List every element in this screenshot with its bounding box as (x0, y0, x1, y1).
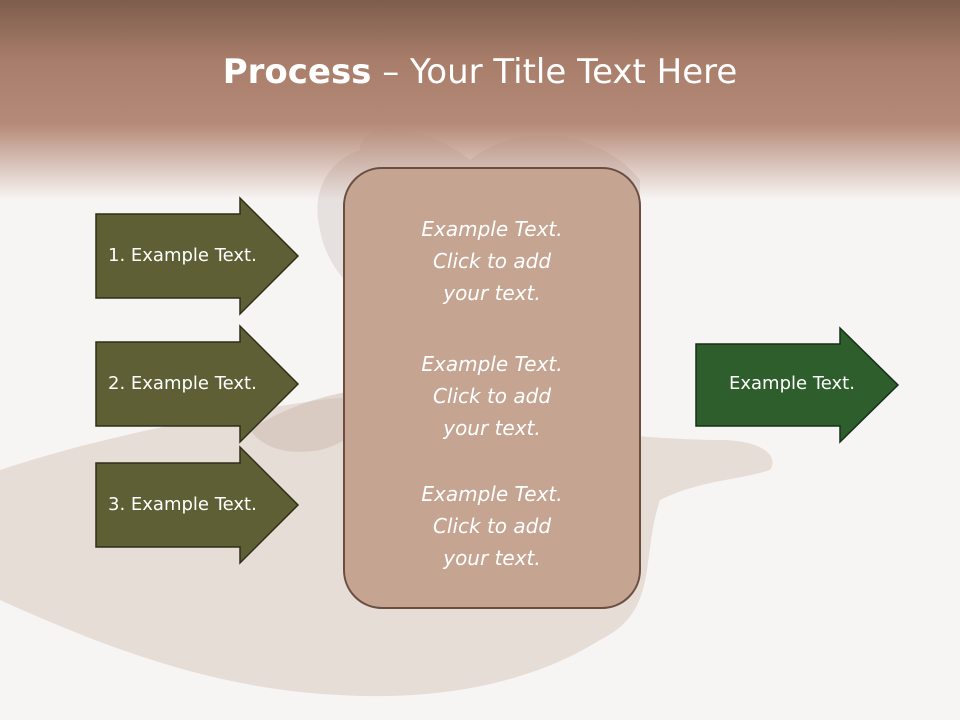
arrow-2-label: 2. Example Text. (108, 373, 257, 394)
center-block-line: Click to add (432, 384, 552, 408)
center-block-line: Example Text. (421, 217, 563, 241)
center-block-line: your text. (443, 546, 541, 570)
arrow-3-shape[interactable] (95, 445, 300, 565)
center-block-2: Example Text. Click to add your text. (344, 348, 640, 444)
right-arrow-shape[interactable] (695, 326, 900, 444)
arrow-3-label: 3. Example Text. (108, 494, 257, 515)
center-block-line: Example Text. (421, 482, 563, 506)
arrow-1-label: 1. Example Text. (108, 245, 257, 266)
center-block-line: your text. (443, 416, 541, 440)
center-block-1: Example Text. Click to add your text. (344, 213, 640, 309)
thumb-shape (250, 390, 368, 452)
center-block-line: Example Text. (421, 352, 563, 376)
center-box-shape[interactable] (343, 167, 641, 609)
arrow-2-shape[interactable] (95, 324, 300, 444)
center-block-line: Click to add (432, 249, 552, 273)
arrow-1-shape[interactable] (95, 196, 300, 316)
title-bold: Process (222, 52, 372, 92)
center-box-text: Example Text. Click to add your text. Ex… (344, 168, 640, 608)
center-block-3: Example Text. Click to add your text. (344, 478, 640, 574)
center-block-line: Click to add (432, 514, 552, 538)
header-band (0, 0, 960, 200)
right-arrow-label: Example Text. (729, 373, 855, 394)
page-title: Process – Your Title Text Here (0, 52, 960, 92)
title-rest: – Your Title Text Here (371, 52, 738, 92)
center-block-line: your text. (443, 281, 541, 305)
